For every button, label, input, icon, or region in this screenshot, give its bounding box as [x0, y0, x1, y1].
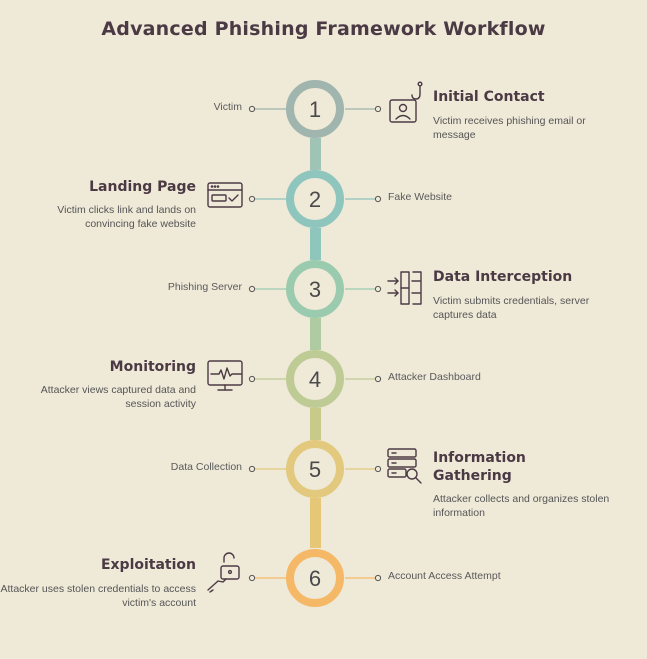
step-2: 2	[248, 170, 382, 228]
step-2-number: 2	[309, 187, 321, 212]
step-3: 3	[248, 260, 382, 318]
step-6-heading: Exploitation	[100, 557, 196, 573]
step-3-circle	[286, 260, 344, 318]
step-4-side-label: Attacker Dashboard	[388, 371, 481, 383]
step-6-description: Attacker uses stolen credentials to acce…	[0, 583, 196, 609]
step-5-circle	[286, 440, 344, 498]
step-6-number: 6	[309, 566, 321, 591]
step-5-description: Attacker collects and organizes stolen i…	[433, 493, 610, 519]
step-4-heading: Monitoring	[109, 359, 196, 375]
step-6: 6	[248, 549, 382, 607]
unlock-hand-icon	[207, 552, 240, 593]
step-4-number: 4	[309, 367, 321, 392]
step-1: 1	[248, 80, 382, 138]
step-2-description: Victim clicks link and lands on convinci…	[57, 204, 196, 230]
intercept-arrows-icon	[387, 271, 422, 305]
connector-1-2	[310, 138, 321, 170]
step-6-side-label: Account Access Attempt	[388, 570, 501, 582]
connector-5-6	[310, 498, 321, 548]
diagram-title: Advanced Phishing Framework Workflow	[101, 18, 546, 40]
step-4-description: Attacker views captured data and session…	[40, 384, 196, 410]
step-1-number: 1	[309, 97, 321, 122]
step-2-circle	[286, 170, 344, 228]
step-5-side-label: Data Collection	[170, 461, 242, 473]
user-hook-icon	[389, 81, 423, 123]
database-search-icon	[387, 448, 422, 484]
connector-4-5	[310, 408, 321, 440]
step-2-side-label: Fake Website	[388, 191, 452, 203]
step-2-heading: Landing Page	[89, 179, 196, 195]
step-4: 4	[248, 350, 382, 408]
connector-3-4	[310, 318, 321, 350]
step-1-heading: Initial Contact	[433, 89, 545, 105]
step-6-circle	[286, 549, 344, 607]
step-3-heading: Data Interception	[433, 269, 573, 285]
step-3-side-label: Phishing Server	[167, 281, 242, 293]
browser-window-icon	[207, 182, 243, 208]
step-1-description: Victim receives phishing email or messag…	[433, 115, 586, 141]
step-3-description: Victim submits credentials, server captu…	[433, 295, 590, 321]
step-3-number: 3	[309, 277, 321, 302]
step-1-circle	[286, 80, 344, 138]
monitor-pulse-icon	[207, 360, 243, 391]
step-1-side-label: Victim	[213, 101, 242, 113]
step-5-heading: Information Gathering	[433, 450, 526, 484]
step-5-number: 5	[309, 457, 321, 482]
step-5: 5	[248, 440, 382, 498]
connector-2-3	[310, 228, 321, 260]
step-4-circle	[286, 350, 344, 408]
